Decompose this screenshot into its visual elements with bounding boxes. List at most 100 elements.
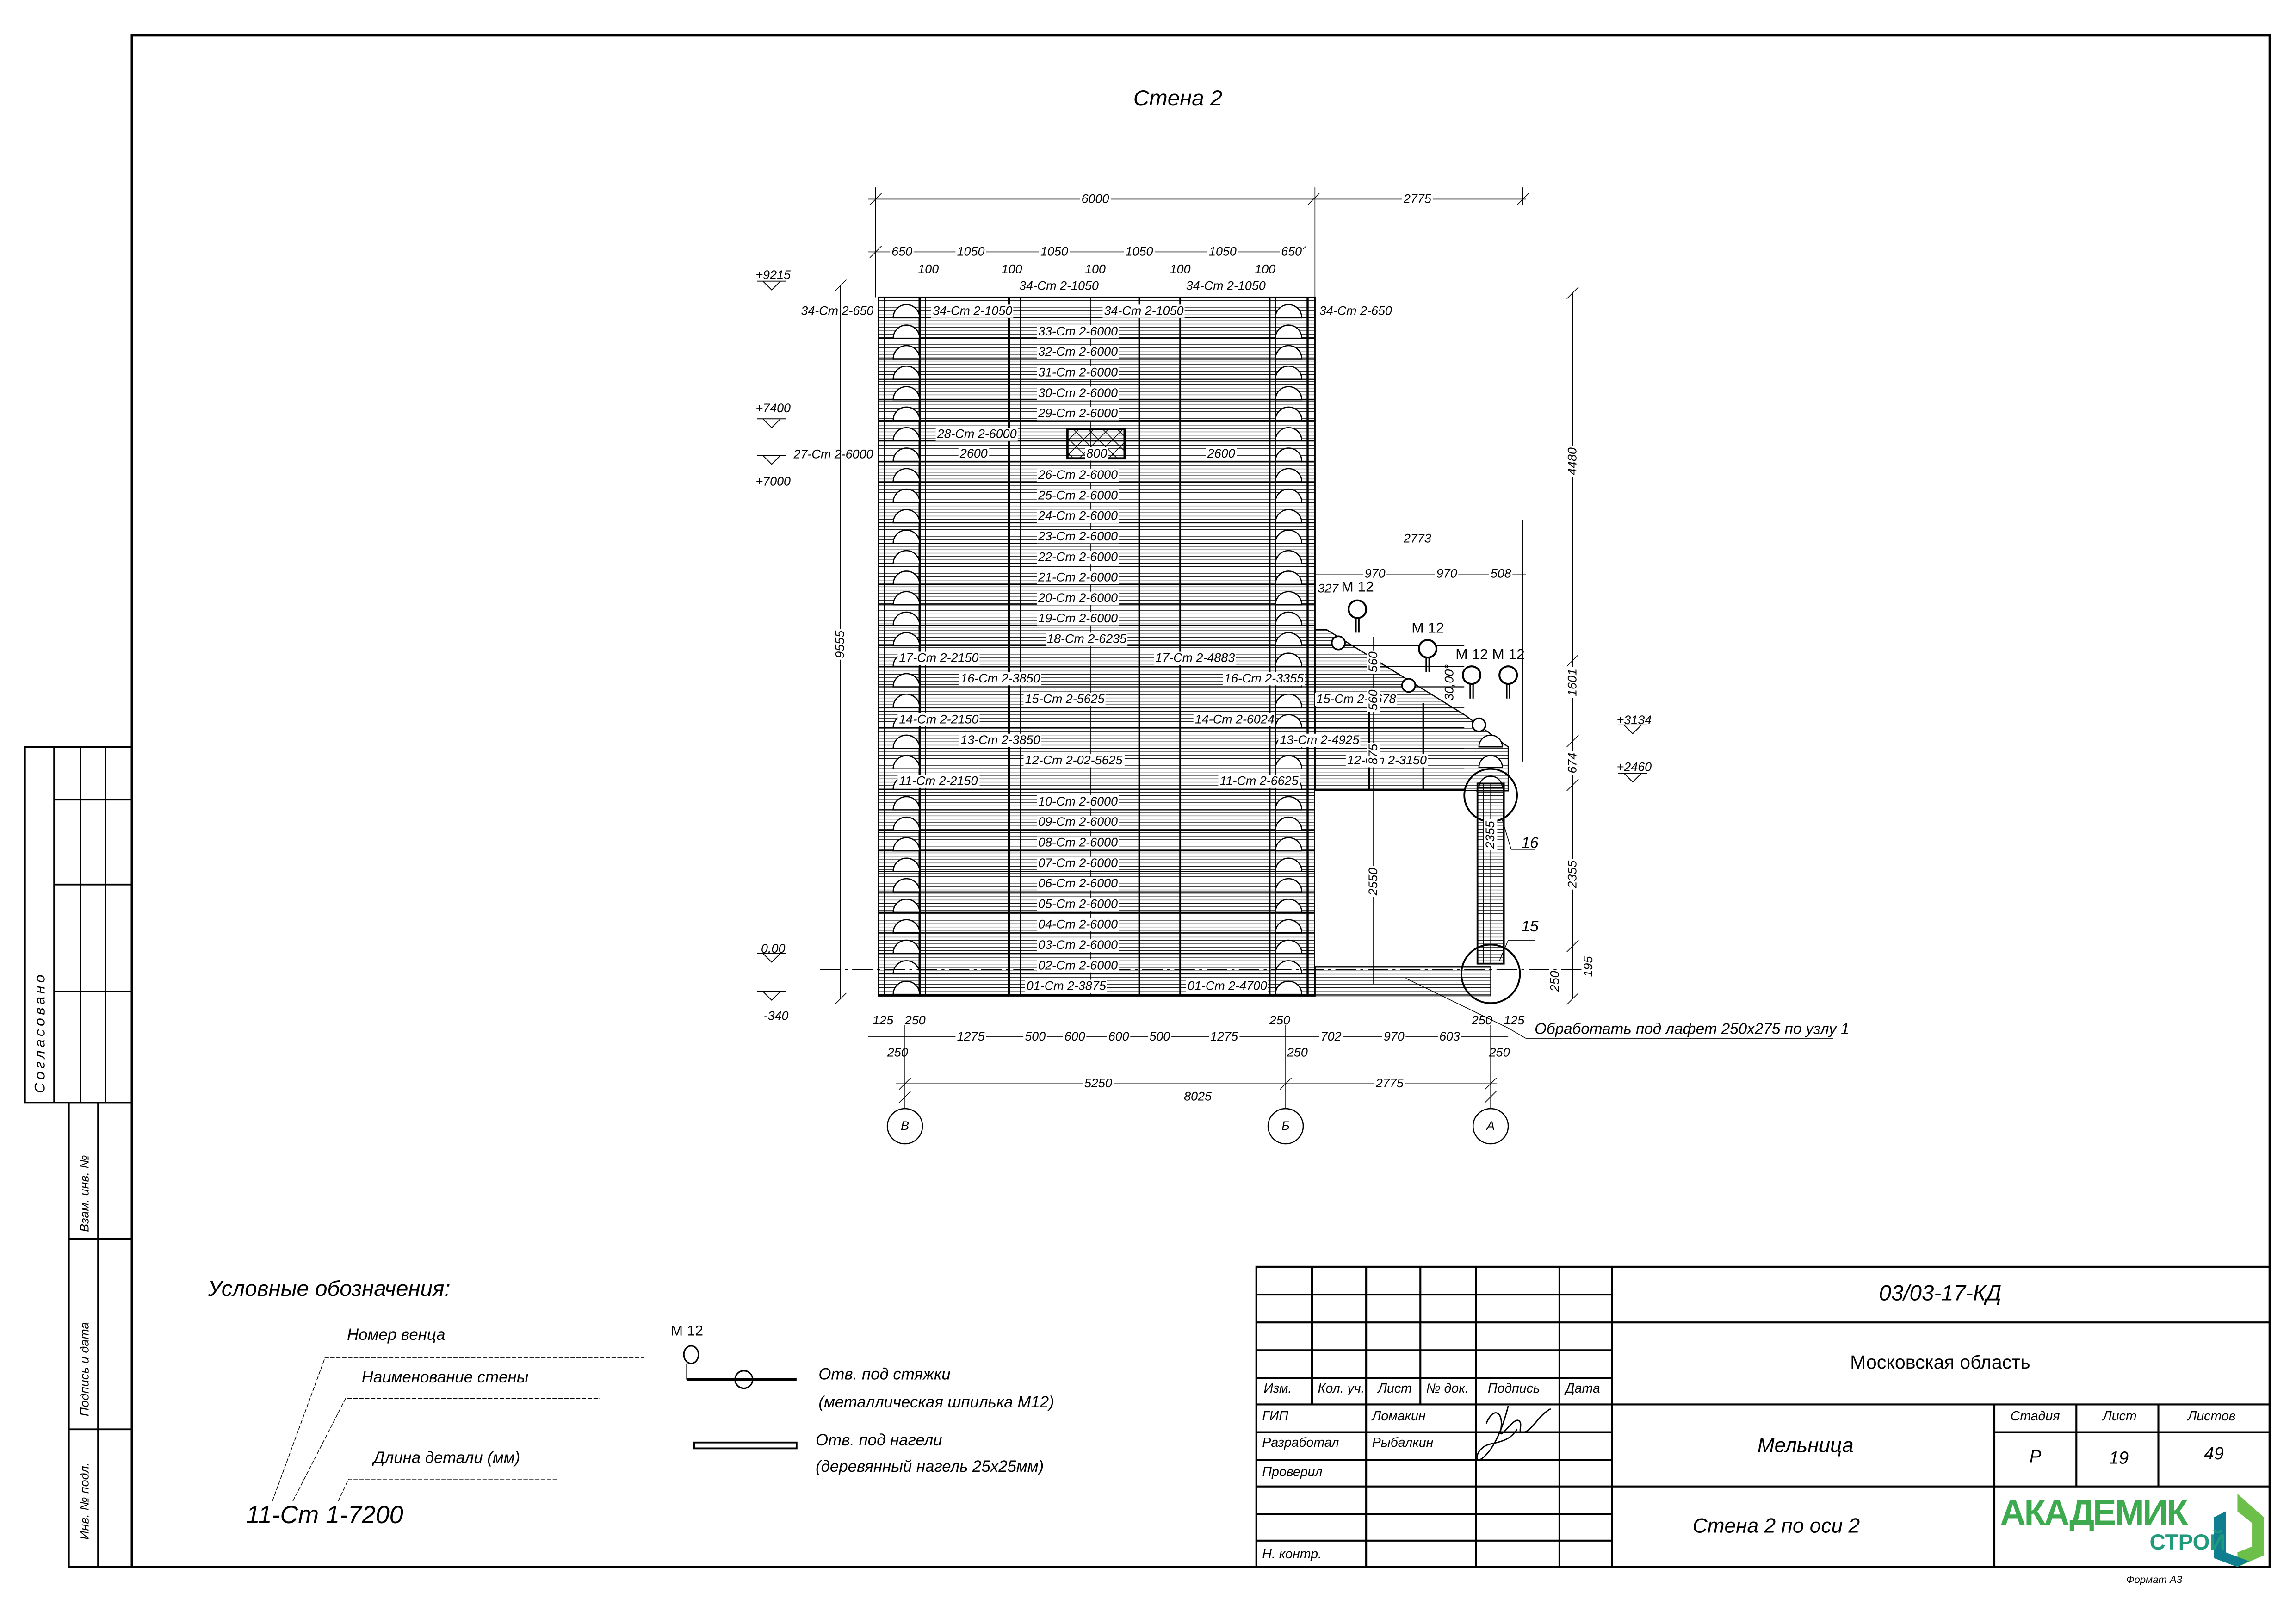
dimension-d100b: 100 [1001, 261, 1022, 276]
marker-m2: M 12 [1411, 621, 1444, 637]
dimension-d650a: 650 [890, 245, 914, 259]
log-end-arch [1275, 406, 1303, 421]
log-end-arch [892, 857, 921, 872]
log-end-arch [892, 734, 921, 749]
log-end-arch [892, 980, 921, 995]
stage-value: Р [2029, 1446, 2042, 1467]
log-end-arch [892, 509, 921, 524]
legend-tie-holes: Отв. под стяжки [818, 1366, 951, 1384]
sheets-label: Листов [2187, 1408, 2236, 1424]
log-label-r14a: 14-Ст 2-2150 [897, 713, 980, 726]
sheet-label: Лист [2103, 1408, 2137, 1424]
dimension-d100e: 100 [1255, 261, 1276, 276]
log-end-arch [1275, 755, 1303, 769]
dimension-b1275b: 1275 [1208, 1029, 1240, 1044]
log-label-r12a: 12-Ст 2-02-5625 [1023, 753, 1124, 768]
stamp-inv-orig: Инв. № подл. [77, 1462, 92, 1540]
log-end-arch [1275, 714, 1303, 729]
dimension-d1050c: 1050 [1124, 245, 1155, 259]
dimension-b702: 702 [1319, 1029, 1343, 1044]
post [1460, 768, 1521, 1004]
log-end-arch [1275, 570, 1303, 585]
legend-part-length: Длина детали (мм) [373, 1450, 520, 1468]
dimension-d674: 674 [1565, 751, 1579, 775]
log-label-r26: 26-Ст 2-6000 [1036, 468, 1120, 482]
legend-wall-name: Наименование стены [361, 1369, 529, 1387]
log-end-arch [892, 591, 921, 606]
elevation-em340: -340 [763, 1008, 789, 1023]
log-end-arch [1275, 878, 1303, 893]
dimension-b250c: 250 [1471, 1012, 1492, 1028]
dimension-d1050b: 1050 [1039, 245, 1070, 259]
region: Московская область [1850, 1351, 2030, 1373]
log-end-arch [892, 345, 921, 360]
log-end-arch [892, 529, 921, 544]
log-label-r22: 22-Ст 2-6000 [1036, 550, 1120, 564]
marker-m1: M 12 [1341, 580, 1374, 596]
legend-crown-number: Номер венца [347, 1326, 446, 1345]
log-label-r27: 27-Ст 2-6000 [793, 446, 873, 462]
log-end-arch [892, 878, 921, 893]
logo-text-academic: АКАДЕМИК [2000, 1494, 2188, 1533]
log-end-arch [1275, 939, 1303, 954]
log-label-r15a: 15-Ст 2-5625 [1023, 692, 1106, 706]
dimension-d2773: 2773 [1402, 532, 1433, 546]
dimension-d9555: 9555 [832, 629, 848, 660]
log-label-r21: 21-Ст 2-6000 [1036, 570, 1120, 584]
dimension-d8025: 8025 [1182, 1090, 1213, 1103]
elevation-e7400: +7400 [755, 400, 791, 415]
log-label-r34-l: 34-Ст 2-650 [801, 303, 874, 318]
log-end-arch [1275, 837, 1303, 852]
marker-m3: M 12 [1455, 647, 1488, 663]
log-end-arch [892, 550, 921, 564]
log-label-r12b: 12-Ст 2-3150 [1345, 753, 1429, 768]
side-stamp-lines [24, 746, 133, 1568]
log-end-arch [1275, 899, 1303, 913]
log-end-arch [892, 673, 921, 688]
log-end-arch [892, 570, 921, 585]
object-name: Мельница [1757, 1433, 1854, 1457]
log-end-arch [1275, 468, 1303, 483]
dimension-d2775b: 2775 [1374, 1076, 1405, 1091]
log-end-arch [1275, 960, 1303, 975]
log-end-arch [1275, 366, 1303, 380]
elevation-e7000: +7000 [755, 473, 791, 489]
log-label-r34-a: 34-Ст 2-1050 [931, 304, 1014, 318]
elevation-e9215: +9215 [755, 267, 791, 282]
elevation-e2460: +2460 [1616, 759, 1652, 774]
dimension-dang: 30,00° [1442, 664, 1456, 701]
dimension-d1050d: 1050 [1207, 245, 1238, 259]
log-label-r30: 30-Ст 2-6000 [1036, 386, 1120, 400]
drawing-title: Стена 2 [1133, 86, 1223, 112]
dimension-b500b: 500 [1148, 1029, 1172, 1044]
dimension-d100c: 100 [1085, 261, 1106, 276]
log-end-arch [1275, 632, 1303, 647]
dimension-d100d: 100 [1170, 261, 1191, 276]
log-label-r29: 29-Ст 2-6000 [1036, 406, 1120, 421]
log-end-arch [1275, 304, 1303, 319]
log-end-arch [1478, 755, 1503, 768]
role-gip: ГИП [1262, 1408, 1288, 1424]
header-date: Дата [1565, 1381, 1600, 1396]
dimension-d4480: 4480 [1565, 446, 1579, 477]
dimension-b600b: 600 [1107, 1029, 1131, 1044]
dimension-d2600a: 2600 [958, 446, 989, 461]
log-label-r33: 33-Ст 2-6000 [1036, 324, 1120, 339]
log-label-r01a: 01-Ст 2-3875 [1025, 979, 1108, 993]
log-end-arch [892, 816, 921, 831]
dimension-d5250: 5250 [1083, 1076, 1114, 1091]
log-end-arch [1275, 324, 1303, 339]
log-end-arch [1478, 734, 1503, 748]
legend-m12: M 12 [670, 1324, 704, 1340]
log-end-arch [892, 366, 921, 380]
dimension-d2355b: 2355 [1565, 859, 1579, 890]
log-label-r34-r: 34-Ст 2-650 [1319, 303, 1392, 318]
dimension-d970b: 970 [1435, 567, 1459, 581]
log-label-r04: 04-Ст 2-6000 [1036, 917, 1120, 932]
log-end-arch [1275, 345, 1303, 360]
role-checker: Проверил [1262, 1464, 1323, 1479]
dimension-d2550: 2550 [1366, 866, 1380, 897]
log-end-arch [892, 899, 921, 913]
log-label-r01b: 01-Ст 2-4700 [1186, 979, 1269, 993]
log-end-arch [892, 796, 921, 811]
